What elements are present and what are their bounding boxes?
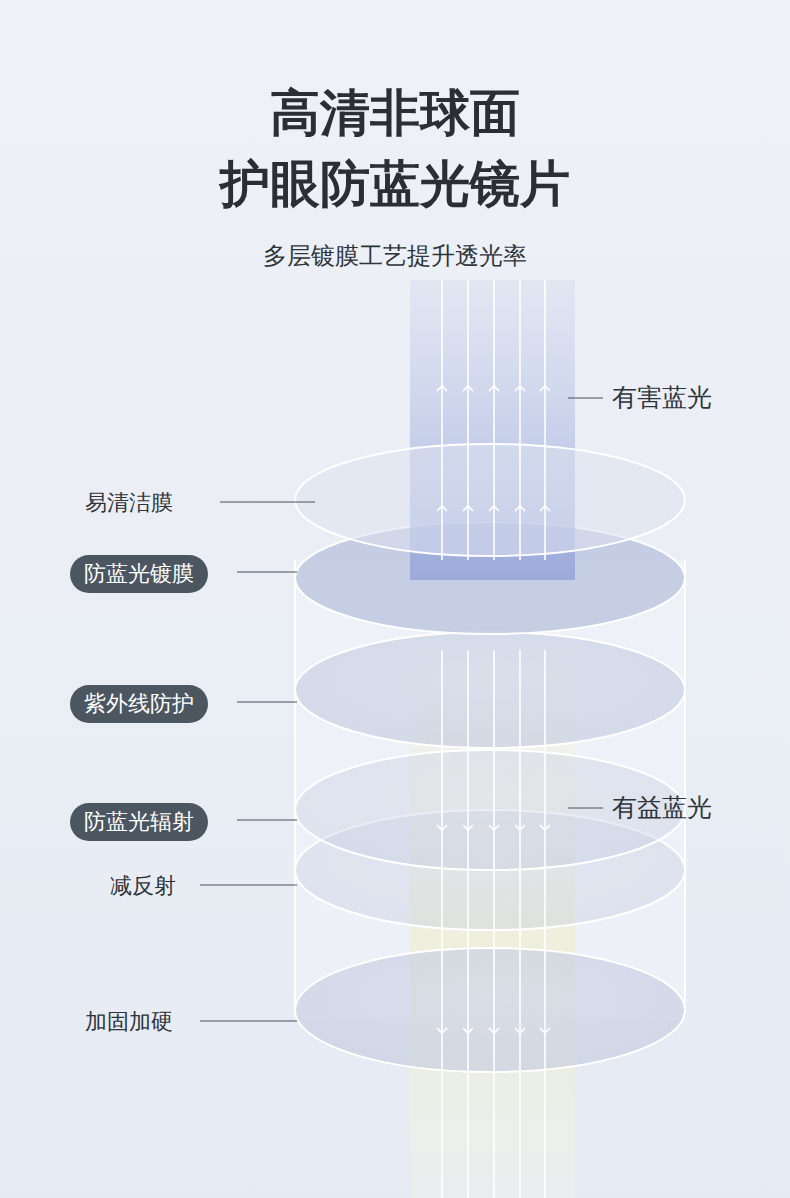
title: 高清非球面 护眼防蓝光镜片	[0, 78, 790, 220]
pill-text: 防蓝光镀膜	[84, 561, 194, 587]
light-ray	[519, 650, 521, 1198]
subtitle: 多层镀膜工艺提升透光率	[263, 240, 527, 272]
light-ray	[544, 650, 546, 1198]
light-ray	[441, 650, 443, 1198]
light-ray	[493, 280, 495, 560]
label-pill: 紫外线防护	[70, 685, 208, 723]
part-label: 有害蓝光	[612, 381, 712, 414]
ray-arrowhead	[437, 386, 447, 391]
ray-arrowhead	[540, 825, 550, 830]
part-label: 减反射	[110, 871, 176, 901]
ray-arrowhead	[463, 825, 473, 830]
part-label: 易清洁膜	[85, 488, 173, 518]
ray-arrowhead	[515, 1028, 525, 1033]
pill-text: 紫外线防护	[84, 691, 194, 717]
ray-arrowhead	[515, 825, 525, 830]
light-ray	[441, 280, 443, 560]
light-ray	[467, 650, 469, 1198]
ray-arrowhead	[515, 506, 525, 511]
label-pill: 防蓝光镀膜	[70, 555, 208, 593]
light-ray	[519, 280, 521, 560]
ray-arrowhead	[437, 1028, 447, 1033]
light-ray	[467, 280, 469, 560]
ray-arrowhead	[489, 386, 499, 391]
light-ray	[493, 650, 495, 1198]
ray-arrowhead	[540, 386, 550, 391]
label-pill: 防蓝光辐射	[70, 803, 208, 841]
ray-arrowhead	[437, 506, 447, 511]
part-label: 加固加硬	[85, 1007, 173, 1037]
pill-text: 防蓝光辐射	[84, 809, 194, 835]
ray-arrowhead	[515, 386, 525, 391]
light-ray	[544, 280, 546, 560]
ray-arrowhead	[463, 386, 473, 391]
ray-arrowhead	[463, 1028, 473, 1033]
part-label: 有益蓝光	[612, 791, 712, 824]
ray-arrowhead	[489, 825, 499, 830]
ray-arrowhead	[540, 1028, 550, 1033]
ray-arrowhead	[489, 506, 499, 511]
ray-arrowhead	[540, 506, 550, 511]
ray-arrowhead	[437, 825, 447, 830]
ray-arrowhead	[489, 1028, 499, 1033]
ray-arrowhead	[463, 506, 473, 511]
